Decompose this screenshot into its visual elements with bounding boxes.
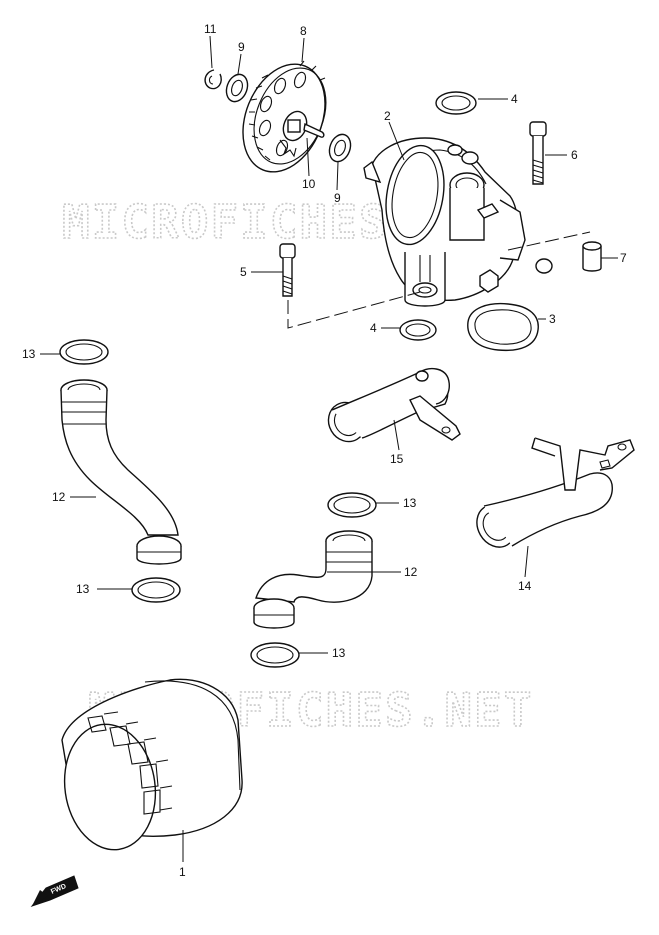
part-8-oil-pump-gear: [242, 60, 327, 173]
callout-10: 10: [302, 177, 316, 191]
callout-4-lower: 4: [370, 321, 377, 335]
callout-6: 6: [571, 148, 578, 162]
part-14-oil-hose: [476, 437, 635, 548]
callout-12-center: 12: [404, 565, 418, 579]
part-15-oil-pipe: [327, 367, 461, 443]
callout-labels: 11 9 8 4 2 6 10 9 7 5 4 3 13 15 12 13 14…: [22, 22, 627, 879]
callout-4-upper: 4: [511, 92, 518, 106]
alignment-line-bolt-5: [287, 291, 421, 329]
callout-1: 1: [179, 865, 186, 879]
callout-2: 2: [384, 109, 391, 123]
part-6-bolt: [529, 121, 547, 185]
part-7-dowel-pin: [582, 241, 602, 272]
part-13-oring-d: [250, 642, 300, 668]
callout-15: 15: [390, 452, 404, 466]
callout-11: 11: [204, 22, 217, 36]
callout-3: 3: [549, 312, 556, 326]
part-12-hose-left: [60, 379, 182, 565]
callout-13-d: 13: [332, 646, 346, 660]
callout-7: 7: [620, 251, 627, 265]
part-13-oring-a: [59, 339, 109, 365]
part-3-gasket: [467, 302, 539, 352]
fwd-arrow: FWD: [30, 875, 79, 907]
callout-leaders: [40, 35, 618, 862]
part-4-oring-lower: [399, 319, 437, 341]
part-5-bolt: [279, 243, 296, 297]
callout-14: 14: [518, 579, 532, 593]
part-13-oring-c: [327, 492, 377, 518]
callout-13-b: 13: [76, 582, 90, 596]
callout-8: 8: [300, 24, 307, 38]
callout-12-left: 12: [52, 490, 66, 504]
part-1-oil-filter: [61, 678, 243, 851]
part-11-circlip: [204, 69, 222, 90]
part-2-oil-pump-body: [363, 137, 553, 307]
callout-13-a: 13: [22, 347, 36, 361]
part-9-washer-upper: [225, 73, 249, 103]
callout-9-upper: 9: [238, 40, 245, 54]
alignment-line-dowel-7: [507, 231, 591, 251]
part-12-hose-center: [253, 530, 373, 629]
part-13-oring-b: [131, 577, 181, 603]
callout-5: 5: [240, 265, 247, 279]
part-10-pin: [303, 122, 325, 138]
part-4-oring-upper: [435, 91, 477, 115]
callout-13-c: 13: [403, 496, 417, 510]
part-9-washer-lower: [328, 133, 352, 163]
callout-9-lower: 9: [334, 191, 341, 205]
